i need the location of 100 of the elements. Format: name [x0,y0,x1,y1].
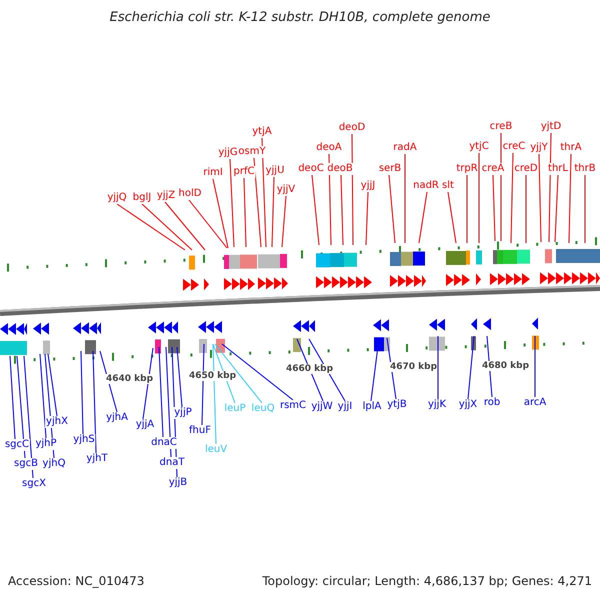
leader-line [142,204,192,250]
gene-label: trpR [455,163,479,175]
gene-label: holD [178,188,202,200]
leader-line [538,154,542,242]
scale-label: 4660 kbp [286,364,334,374]
leader-line [158,346,164,438]
leader-line [584,174,586,244]
gene-label: yjjY [529,142,549,154]
gene-label: leuQ [250,403,276,415]
leader-line [80,350,84,434]
gene-label: deoB [326,163,354,175]
leader-line [366,192,368,246]
gene-label: yjhX [45,416,69,428]
leader-line [568,154,572,244]
scale-label: 4640 kbp [106,374,154,384]
leader-line [272,176,274,248]
gene-label: yjjQ [106,192,128,204]
leader-line [500,132,502,242]
gene-label: slt [441,180,455,192]
gene-label: yjhQ [42,458,66,470]
gene-label: yjjZ [156,190,176,202]
gene-label: yjjA [134,419,156,431]
leader-line [214,344,262,404]
leader-line [388,174,396,244]
leader-line [328,154,332,246]
leader-line [16,356,26,458]
leader-line [510,152,514,244]
gene-label: nadR [412,180,440,192]
leader-line [548,132,552,242]
leader-line [554,174,558,242]
gene-label: yjjG [217,147,239,159]
scale-label: 4680 kbp [482,361,530,371]
leader-line [142,348,154,420]
gene-label: yjhA [105,412,129,424]
gene-label: yjjB [168,477,188,489]
leader-line [244,178,246,248]
leader-line [492,174,496,242]
leader-line [212,178,228,248]
leader-line [262,138,266,248]
leader-line [92,350,96,454]
leader-line [188,200,228,248]
leader-line [230,158,234,248]
leader-line [340,174,344,246]
genome-summary-text: Topology: circular; Length: 4,686,137 bp; Genes: 4,271 [262,574,592,588]
leader-line [468,336,474,400]
gene-label: thrL [547,163,569,175]
leader-line [312,174,320,246]
leader-line [212,344,216,444]
gene-label: ytjB [386,399,408,411]
gene-label: ytjA [251,126,273,138]
accession-text: Accession: NC_010473 [8,574,144,588]
leader-line [370,338,380,402]
gene-label: yjhP [34,438,58,450]
gene-label: dnaC [150,437,178,449]
leader-line [308,338,346,402]
gene-label: sgcB [13,458,39,470]
leader-line [24,356,34,478]
gene-label: ytjC [468,141,490,153]
title: Escherichia coli str. K-12 substr. DH10B, complete genome [108,10,492,25]
leader-line [40,354,46,438]
leader-line [448,192,456,244]
gene-label: yjjJ [360,180,376,192]
gene-label: lplA [362,401,382,413]
leader-line [352,134,354,246]
gene-label: yjjP [173,407,193,419]
scale-label: 4670 kbp [390,362,438,372]
leader-line [282,196,286,248]
gene-label: yjhT [85,453,109,465]
gene-label: yjjK [426,399,448,411]
gene-label: creA [480,163,506,175]
gene-label: yjjW [310,401,334,413]
gene-label: osmY [237,146,267,158]
scale-label: 4650 kbp [189,371,236,381]
leader-line [48,354,58,416]
leader-line [534,336,536,398]
leader-line [222,344,294,400]
leader-line [466,174,468,244]
leader-line [10,356,16,440]
gene-label: dnaT [158,457,186,469]
gene-label: prfC [232,166,256,178]
leader-line [202,344,204,426]
gene-label: yjjV [276,184,296,196]
leader-line [418,192,428,244]
gene-label: yjhS [72,434,96,446]
leader-line [404,154,406,244]
gene-label: yjjI [336,401,354,413]
leader-line [254,158,262,248]
leader-line [164,202,206,250]
gene-label: yjjU [264,165,286,177]
leader-line [478,152,480,244]
leader-line [116,204,186,250]
gene-label: yjtD [540,121,562,133]
leader-line [176,346,182,408]
gene-label: yjjX [458,399,478,411]
leader-line [44,354,54,458]
gene-label: sgcX [21,478,47,490]
leader-line [166,346,172,458]
gene-label: bglJ [132,192,152,204]
gene-label: rimI [202,167,224,179]
gene-label: sgcC [4,439,30,451]
